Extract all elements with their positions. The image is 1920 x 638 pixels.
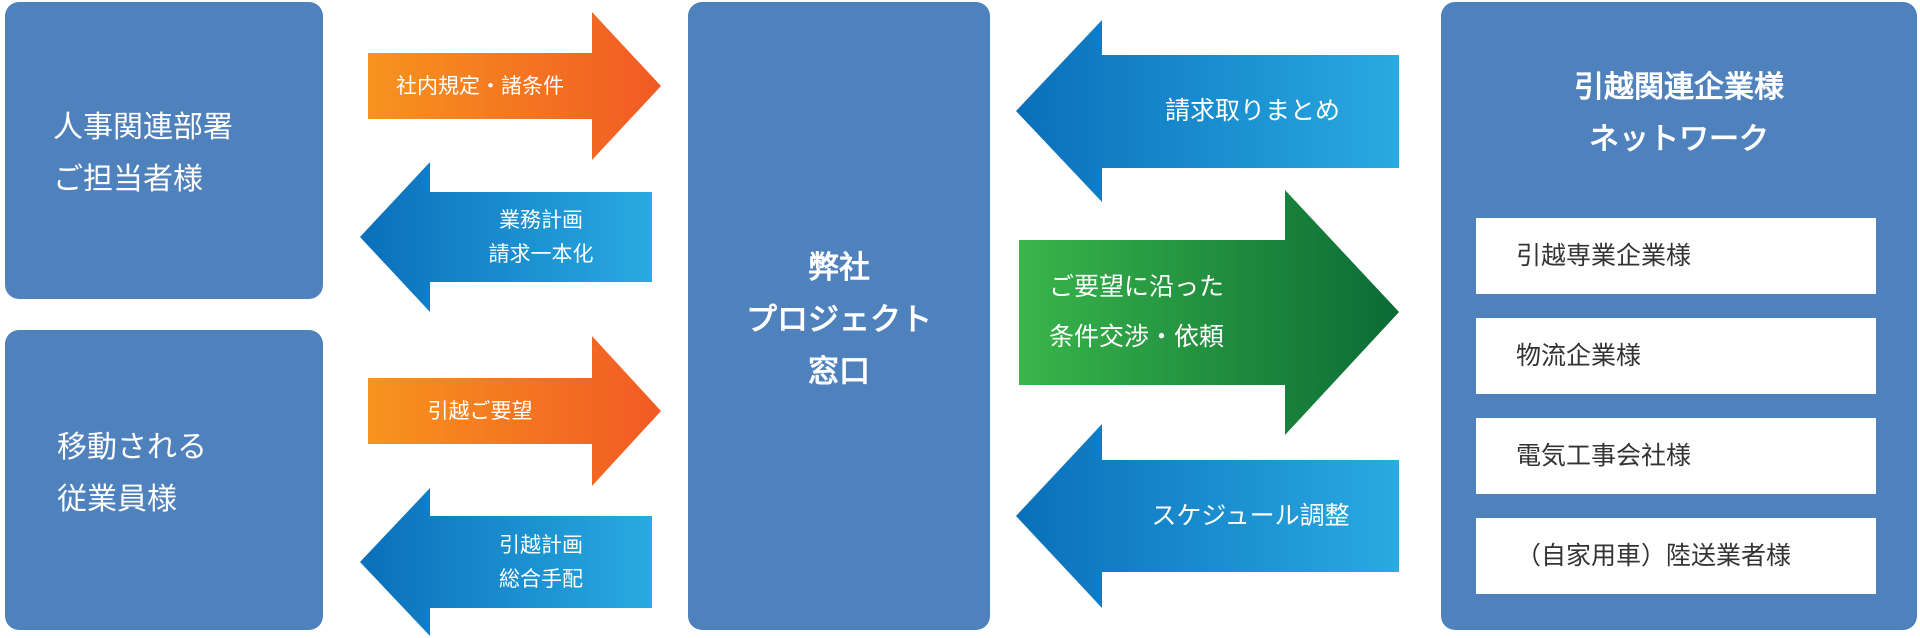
arrow-label-moving-request: 引越ご要望: [427, 399, 533, 423]
employees-box: 移動される 従業員様: [5, 330, 323, 630]
employees-label: 移動される 従業員様: [57, 430, 207, 517]
arrow-label-schedule: スケジュール調整: [1151, 501, 1350, 530]
arrow-network-billing: 請求取りまとめ: [1016, 20, 1399, 202]
project-window-box: 弊社 プロジェクト 窓口: [688, 2, 990, 630]
arrow-label-business-plan: 業務計画 請求一本化: [488, 208, 594, 266]
arrow-employees-to-center: 引越ご要望: [368, 336, 661, 486]
arrow-label-rules: 社内規定・諸条件: [396, 74, 564, 98]
arrow-label-negotiation: ご要望に沿った 条件交渉・依頼: [1049, 272, 1225, 351]
arrow-center-to-employees: 引越計画 総合手配: [360, 488, 652, 636]
partner-item: 引越専業企業様: [1476, 218, 1876, 294]
partner-item: 電気工事会社様: [1476, 418, 1876, 494]
arrow-center-to-hr: 業務計画 請求一本化: [360, 162, 652, 312]
partner-item: （自家用車）陸送業者様: [1476, 518, 1876, 594]
arrow-label-moving-plan: 引越計画 総合手配: [499, 533, 583, 591]
arrow-hr-to-center: 社内規定・諸条件: [368, 12, 661, 160]
partner-network-box: 引越関連企業様 ネットワーク 引越専業企業様 物流企業様 電気工事会社様 （自家…: [1441, 2, 1917, 630]
arrow-label-billing: 請求取りまとめ: [1164, 96, 1340, 125]
partner-item: 物流企業様: [1476, 318, 1876, 394]
hr-department-box: 人事関連部署 ご担当者様: [5, 2, 323, 299]
project-window-label: 弊社 プロジェクト 窓口: [746, 250, 932, 390]
partner-network-title: 引越関連企業様 ネットワーク: [1574, 70, 1784, 157]
arrow-network-schedule: スケジュール調整: [1016, 424, 1399, 608]
hr-department-label: 人事関連部署 ご担当者様: [53, 110, 233, 197]
arrow-center-to-network: ご要望に沿った 条件交渉・依頼: [1019, 190, 1399, 435]
